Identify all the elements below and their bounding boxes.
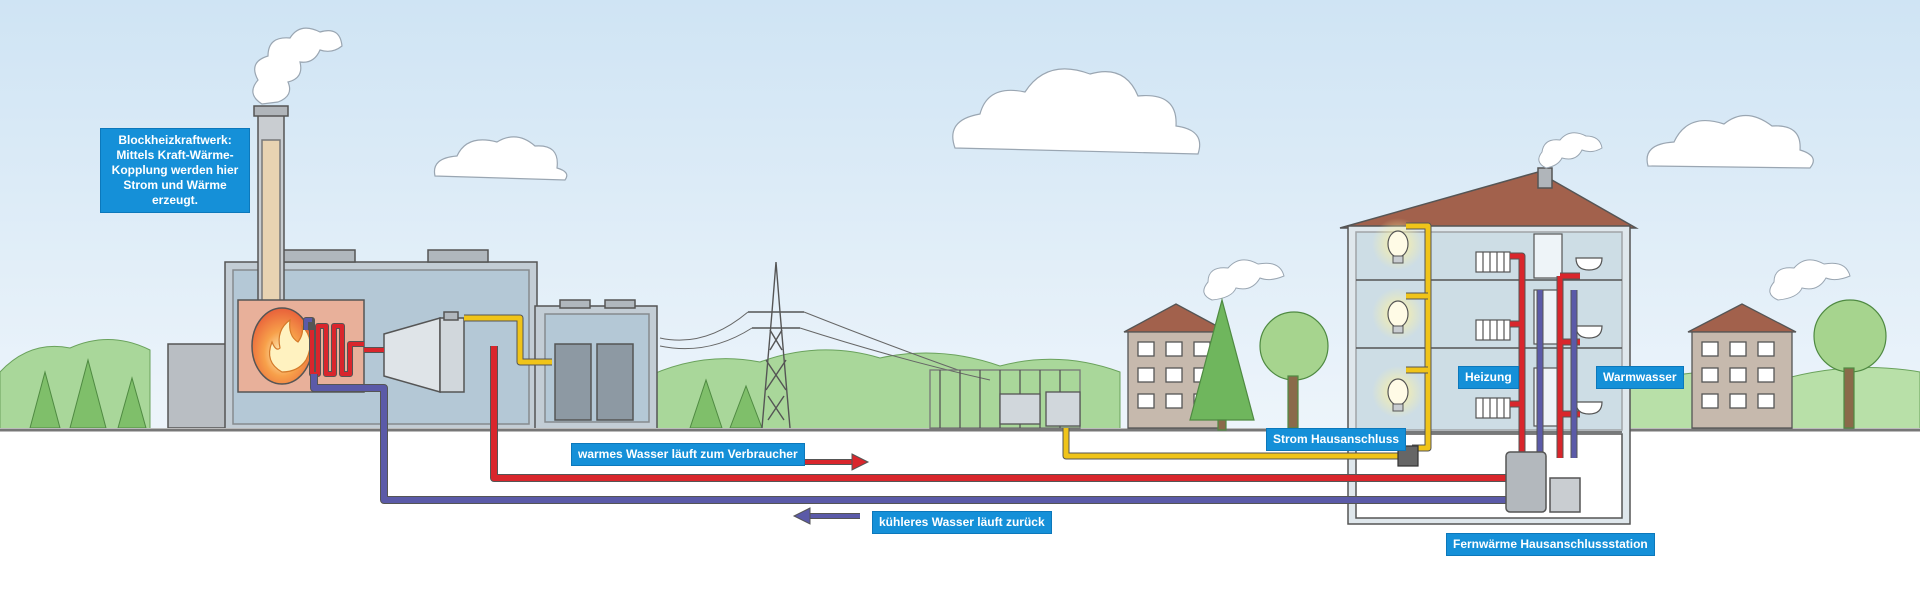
label-cool-water: kühleres Wasser läuft zurück (872, 511, 1052, 534)
label-blockheizkraftwerk-line: Blockheizkraftwerk: (118, 133, 232, 147)
label-blockheizkraftwerk-line: Kopplung werden hier (111, 163, 239, 177)
label-power-connection: Strom Hausanschluss (1266, 428, 1407, 451)
radiator-icon (1475, 251, 1511, 419)
apartment-building (1339, 167, 1639, 525)
arrow-right-icon (800, 453, 870, 471)
pylon-icon (748, 261, 804, 429)
chimney (253, 105, 289, 313)
cloud-right (1646, 114, 1814, 169)
smoke-cloud-icon (1538, 132, 1603, 169)
tree-icon (1189, 297, 1887, 431)
turbine (383, 311, 465, 393)
label-blockheizkraftwerk: Blockheizkraftwerk: Mittels Kraft-Wärme-… (100, 128, 250, 213)
label-blockheizkraftwerk-line: Mittels Kraft-Wärme- (116, 148, 234, 162)
heat-exchange-station (1505, 451, 1581, 513)
power-lines (659, 311, 991, 381)
smoke-cloud-icon (252, 27, 343, 105)
label-heating: Heizung (1458, 366, 1519, 389)
label-warm-water: warmes Wasser läuft zum Verbraucher (571, 443, 805, 466)
house-background-right (1687, 303, 1797, 429)
cloud-center (952, 68, 1201, 155)
smoke-cloud-icon (1769, 259, 1851, 301)
label-heat-station: Fernwärme Hausanschlussstation (1446, 533, 1655, 556)
power-meter-box (1397, 445, 1419, 467)
flame-icon (269, 318, 311, 373)
label-hot-water: Warmwasser (1596, 366, 1684, 389)
lightbulb-icon (1372, 218, 1424, 270)
supply-pipe (309, 252, 1580, 482)
label-blockheizkraftwerk-line: Strom und Wärme erzeugt. (123, 178, 227, 207)
boiler (237, 299, 365, 393)
lightbulb-icon (1372, 288, 1424, 340)
lightbulb-icon (1372, 366, 1424, 418)
return-pipe (303, 290, 1578, 504)
arrow-left-icon (792, 507, 860, 525)
power-cable (464, 222, 1432, 460)
substation (929, 369, 1081, 429)
smoke-cloud-icon (1203, 259, 1285, 301)
cloud-left (433, 136, 568, 181)
